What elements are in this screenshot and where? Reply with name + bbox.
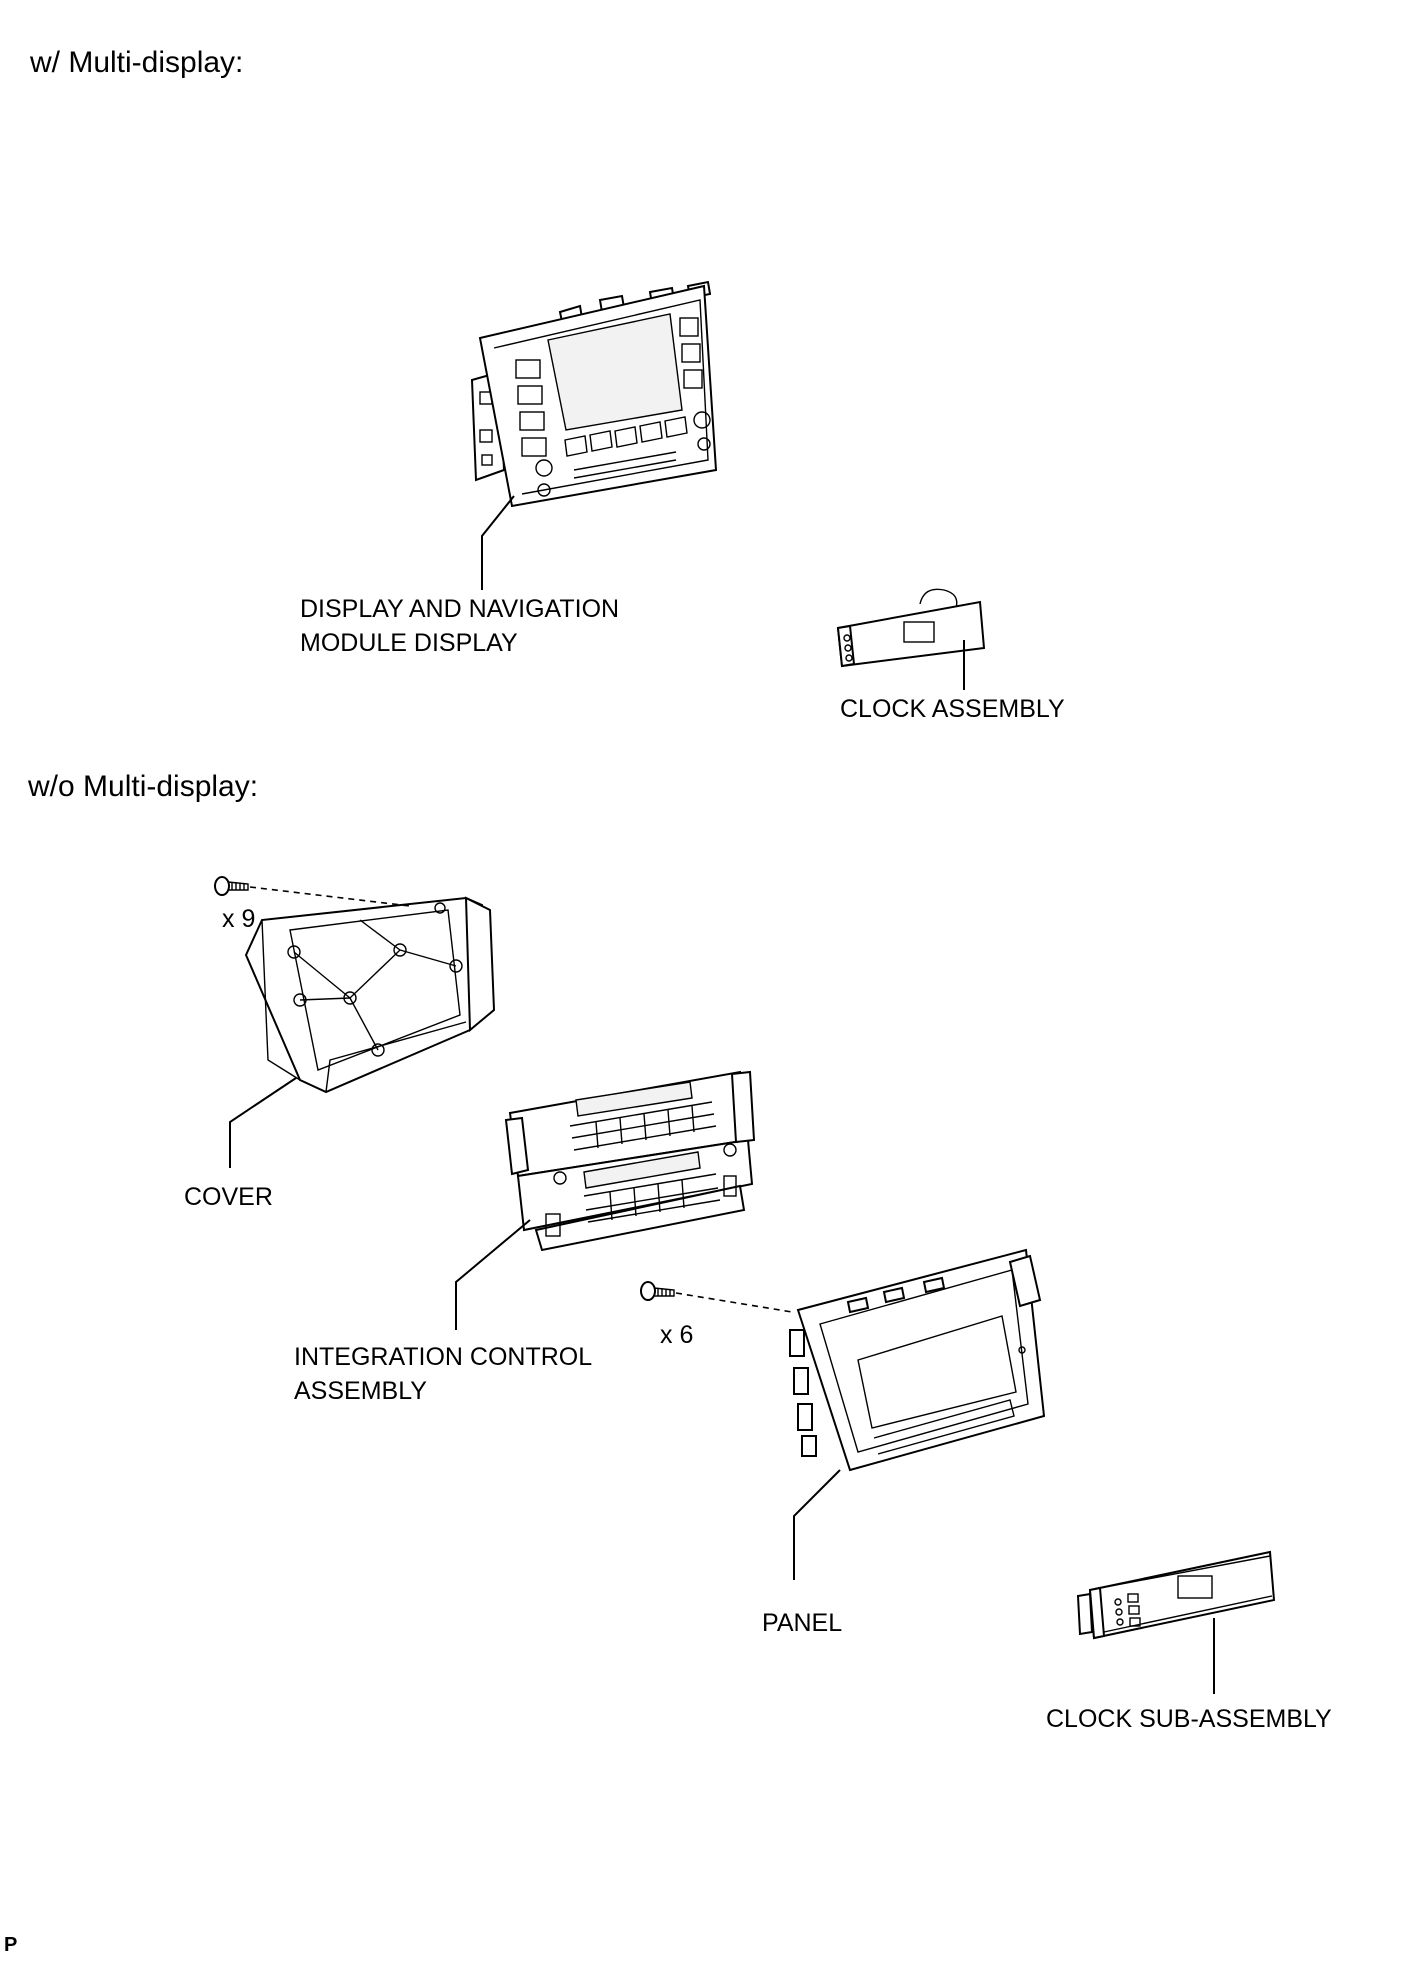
- leader-integration-control: [455, 1219, 531, 1330]
- label-display-navigation-line1: DISPLAY AND NAVIGATION: [300, 595, 620, 623]
- cover-screw-guide: [249, 886, 411, 907]
- label-clock-assembly: CLOCK ASSEMBLY: [840, 695, 1065, 723]
- cover-screw-drawing: [214, 876, 249, 896]
- heading-with-multi-display: w/ Multi-display:: [30, 46, 244, 79]
- panel-screw-quantity: x 6: [660, 1321, 694, 1349]
- panel-screw-guide: [675, 1292, 793, 1313]
- panel-drawing: [789, 1248, 1046, 1472]
- corner-mark: P: [4, 1934, 18, 1956]
- leader-panel: [793, 1469, 841, 1580]
- clock-sub-assembly-drawing: [1076, 1550, 1276, 1640]
- leader-cover: [229, 1077, 297, 1168]
- label-integration-control-line1: INTEGRATION CONTROL: [294, 1343, 593, 1371]
- panel-screw-drawing: [640, 1281, 675, 1301]
- heading-without-multi-display: w/o Multi-display:: [28, 770, 259, 803]
- label-clock-sub-assembly: CLOCK SUB-ASSEMBLY: [1046, 1705, 1332, 1733]
- label-display-navigation-line2: MODULE DISPLAY: [300, 629, 518, 657]
- cover-drawing: [244, 896, 496, 1094]
- label-panel: PANEL: [762, 1609, 843, 1637]
- clock-assembly-drawing: [836, 588, 986, 668]
- label-cover: COVER: [184, 1183, 273, 1211]
- display-navigation-module-drawing: [470, 280, 718, 508]
- leader-display-navigation: [481, 495, 515, 590]
- label-integration-control-line2: ASSEMBLY: [294, 1377, 427, 1405]
- cover-screw-quantity: x 9: [222, 905, 256, 933]
- integration-control-drawing: [504, 1070, 756, 1252]
